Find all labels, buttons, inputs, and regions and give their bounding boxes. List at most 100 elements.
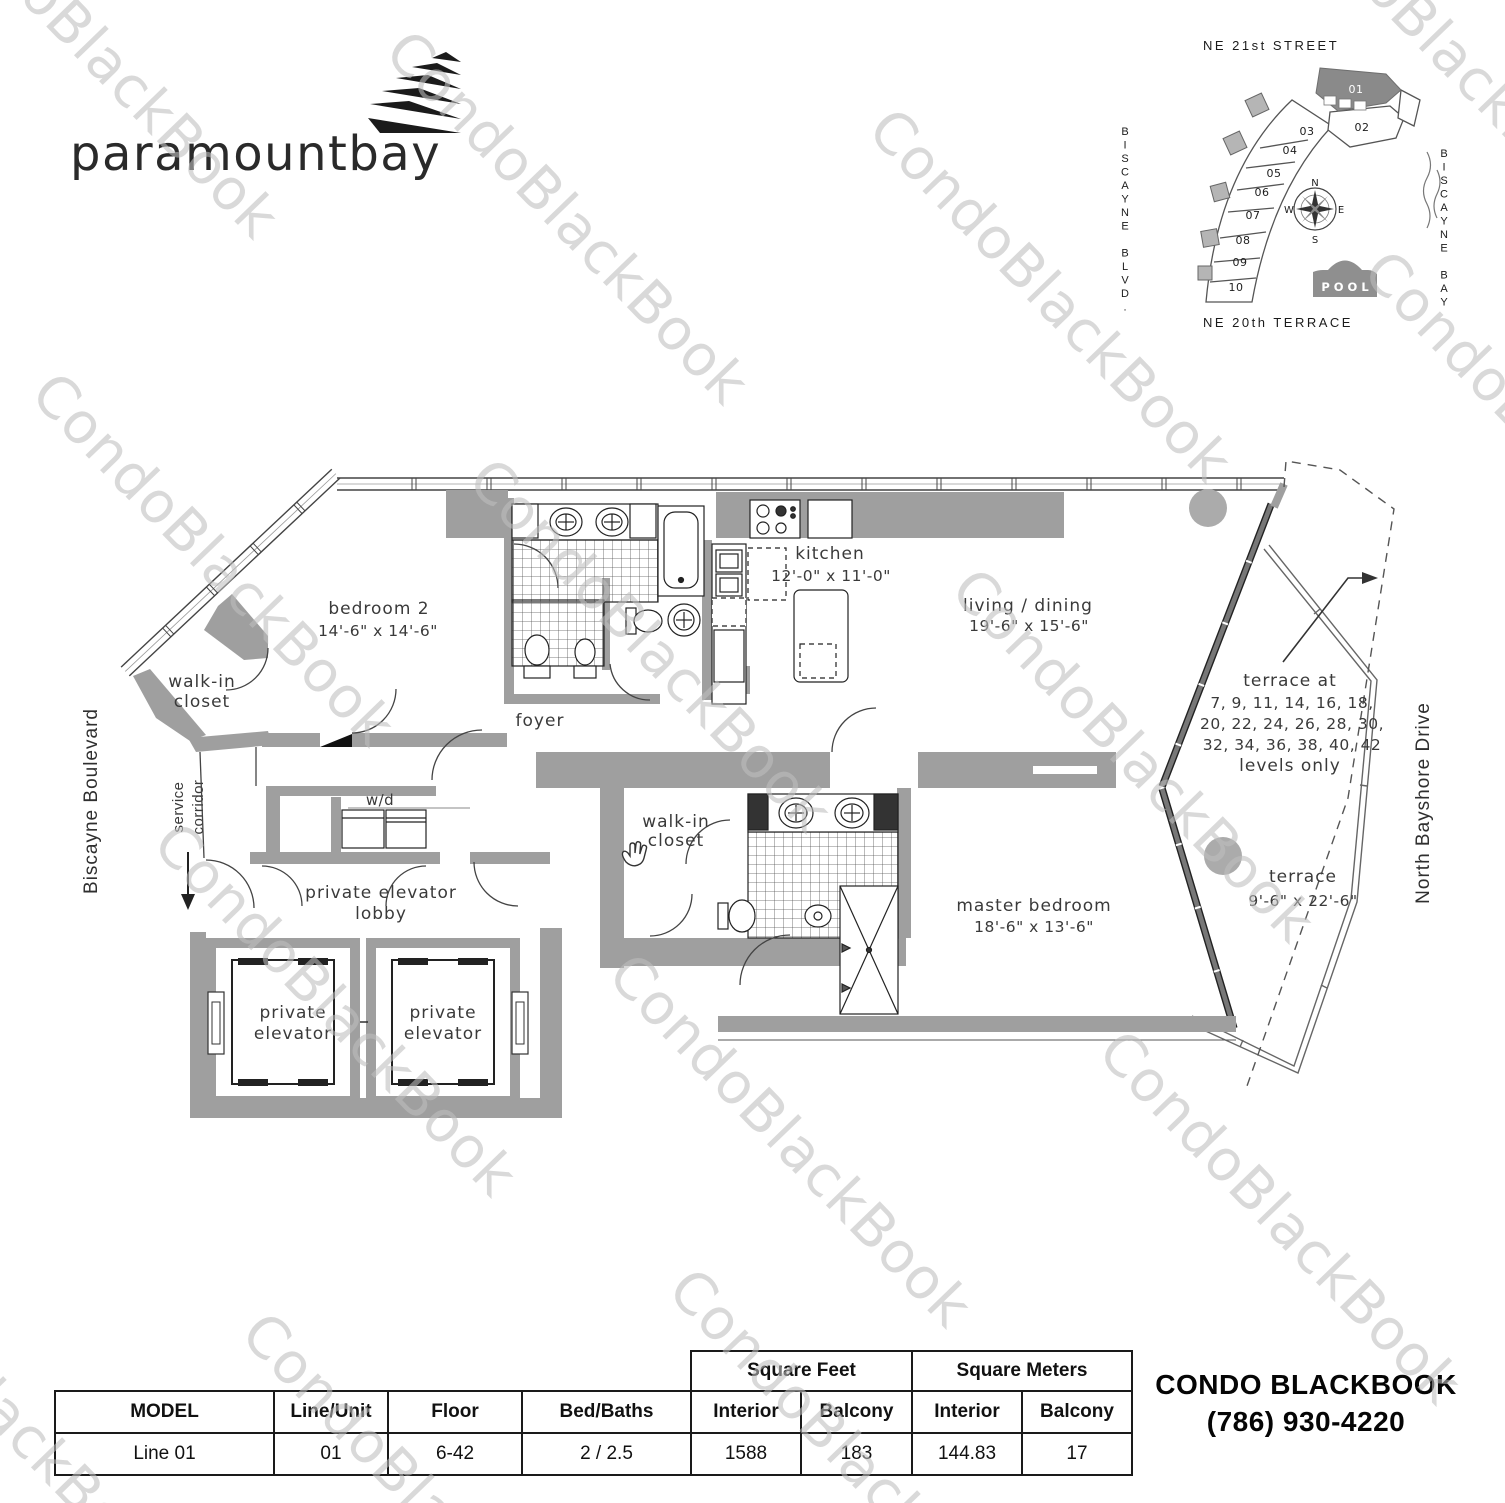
site-unit-label: 05 bbox=[1267, 167, 1282, 180]
cell-balcony-sm: 17 bbox=[1021, 1432, 1133, 1476]
paramountbay-logo-icon bbox=[368, 52, 461, 133]
elevators bbox=[207, 948, 529, 1096]
cell-line-unit: 01 bbox=[273, 1432, 389, 1476]
dims-master: 18'-6" x 13'-6" bbox=[974, 918, 1094, 936]
label-master: master bedroom bbox=[956, 896, 1111, 916]
street-ne-21st: NE 21st STREET bbox=[1203, 38, 1340, 53]
label-elevator-1: elevator bbox=[254, 1024, 332, 1044]
svg-text:E: E bbox=[1338, 205, 1344, 216]
column bbox=[1189, 489, 1227, 527]
svg-text:S: S bbox=[1312, 235, 1318, 246]
door-arcs bbox=[199, 543, 877, 986]
cell-interior-sf: 1588 bbox=[690, 1432, 802, 1476]
site-unit-label: 07 bbox=[1246, 209, 1261, 222]
label-elevator-2: elevator bbox=[404, 1024, 482, 1044]
terrace-glass-wall-lower bbox=[1158, 787, 1238, 1030]
svg-text:W: W bbox=[1284, 205, 1294, 216]
shoreline-waves bbox=[1422, 151, 1441, 229]
cell-model: Line 01 bbox=[54, 1432, 275, 1476]
corner-wall bbox=[1270, 482, 1288, 509]
brand-name: CONDO BLACKBOOK bbox=[1155, 1369, 1457, 1400]
col-balcony-sf: Balcony bbox=[800, 1390, 913, 1434]
label-walkin2: closet bbox=[648, 831, 704, 851]
terrace-arrow bbox=[1282, 572, 1378, 663]
terrace-glass-wall-upper bbox=[1158, 502, 1275, 788]
window-wall-top bbox=[337, 477, 1284, 491]
label-elevator-2: private bbox=[409, 1003, 476, 1023]
site-unit-label: 08 bbox=[1236, 234, 1251, 247]
service-corridor-arrow bbox=[181, 852, 195, 910]
col-bed-baths: Bed/Baths bbox=[521, 1390, 692, 1434]
kitchen-fixtures bbox=[711, 499, 853, 705]
street-biscayne-blvd: BISCAYNE BLVD. bbox=[1119, 126, 1131, 315]
label-kitchen: kitchen bbox=[795, 544, 865, 564]
floor-plan: bedroom 2 14'-6" x 14'-6" walk-in closet… bbox=[120, 460, 1395, 1118]
site-unit-01-balconies bbox=[1323, 95, 1367, 111]
cell-balcony-sf: 183 bbox=[800, 1432, 913, 1476]
label-terrace-upper: 7, 9, 11, 14, 16, 18, bbox=[1210, 694, 1373, 712]
dims-terrace-lower: 9'-6" x 22'-6" bbox=[1248, 892, 1357, 910]
label-terrace-upper: 32, 34, 36, 38, 40, 42 bbox=[1203, 736, 1382, 754]
label-terrace-upper: levels only bbox=[1239, 756, 1341, 776]
site-unit-label: 03 bbox=[1300, 125, 1315, 138]
site-unit-label: 10 bbox=[1229, 281, 1244, 294]
washer-dryer bbox=[341, 809, 427, 849]
pool-label: POOL bbox=[1321, 280, 1372, 294]
column-header-row: MODEL Line/Unit Floor Bed/Baths Interior… bbox=[54, 1390, 1133, 1434]
label-terrace-lower: terrace bbox=[1269, 867, 1337, 887]
label-terrace-upper: 20, 22, 24, 26, 28, 30, bbox=[1200, 715, 1384, 733]
group-square-meters: Square Meters bbox=[911, 1350, 1133, 1392]
svg-text:N: N bbox=[1311, 178, 1318, 189]
phone-number: (786) 930-4220 bbox=[1206, 1406, 1406, 1437]
label-walkin1: walk-in bbox=[168, 672, 236, 692]
col-balcony-sm: Balcony bbox=[1021, 1390, 1133, 1434]
cell-floor: 6-42 bbox=[387, 1432, 523, 1476]
bath2-fixtures bbox=[511, 503, 705, 679]
site-map: 01 02 03 04 05 06 07 08 09 10 N S W E PO… bbox=[1197, 67, 1441, 303]
label-lobby: private elevator bbox=[305, 883, 457, 903]
column bbox=[1204, 837, 1242, 875]
label-living: living / dining bbox=[963, 596, 1093, 616]
site-unit-label: 02 bbox=[1355, 121, 1370, 134]
street-biscayne-bay: BISCAYNE BAY bbox=[1438, 148, 1450, 310]
table-row: Line 01 01 6-42 2 / 2.5 1588 183 144.83 … bbox=[54, 1432, 1133, 1476]
hand-cursor-icon bbox=[621, 841, 648, 867]
terrace-dashed-extension bbox=[1246, 460, 1395, 1087]
site-building-outline bbox=[1197, 88, 1421, 303]
site-unit-label: 06 bbox=[1255, 186, 1270, 199]
dims-living: 19'-6" x 15'-6" bbox=[969, 617, 1089, 635]
spec-table: Square Feet Square Meters MODEL Line/Uni… bbox=[54, 1350, 1133, 1476]
label-bedroom2: bedroom 2 bbox=[328, 599, 429, 619]
site-unit-01-highlight bbox=[1315, 67, 1402, 112]
condo-blackbook-contact: CONDO BLACKBOOK (786) 930-4220 bbox=[1118, 1366, 1494, 1440]
label-walkin2: walk-in bbox=[642, 812, 710, 832]
window-sill bbox=[1033, 766, 1097, 774]
label-lobby: lobby bbox=[355, 904, 407, 924]
col-floor: Floor bbox=[387, 1390, 523, 1434]
col-line-unit: Line/Unit bbox=[273, 1390, 389, 1434]
compass-icon: N S W E bbox=[1284, 178, 1344, 246]
dims-bedroom2: 14'-6" x 14'-6" bbox=[318, 622, 438, 640]
label-elevator-1: private bbox=[259, 1003, 326, 1023]
cell-bed-baths: 2 / 2.5 bbox=[521, 1432, 692, 1476]
site-unit-label: 01 bbox=[1349, 83, 1364, 96]
label-walkin1: closet bbox=[174, 692, 230, 712]
label-terrace-upper: terrace at bbox=[1243, 671, 1337, 691]
label-wd: w/d bbox=[366, 791, 394, 809]
dims-kitchen: 12'-0" x 11'-0" bbox=[771, 567, 891, 585]
room-labels: bedroom 2 14'-6" x 14'-6" walk-in closet… bbox=[168, 544, 1384, 1044]
col-interior-sf: Interior bbox=[690, 1390, 802, 1434]
master-bath-fixtures bbox=[717, 793, 899, 1015]
group-header-row: Square Feet Square Meters bbox=[55, 1350, 1133, 1392]
logo-wordmark: paramountbay bbox=[70, 126, 441, 182]
group-square-feet: Square Feet bbox=[690, 1350, 913, 1392]
col-model: MODEL bbox=[54, 1390, 275, 1434]
site-unit-label: 09 bbox=[1233, 256, 1248, 269]
cell-interior-sm: 144.83 bbox=[911, 1432, 1023, 1476]
label-foyer: foyer bbox=[516, 711, 565, 731]
pool-shape: POOL bbox=[1313, 260, 1377, 297]
street-ne-20th: NE 20th TERRACE bbox=[1203, 315, 1353, 330]
col-interior-sm: Interior bbox=[911, 1390, 1023, 1434]
